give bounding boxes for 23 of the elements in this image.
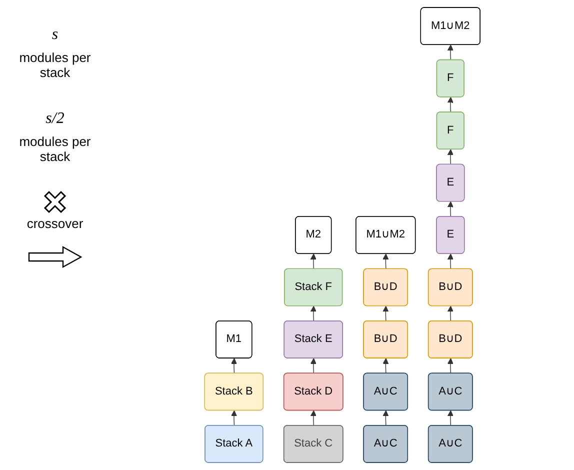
arrow: [382, 254, 388, 270]
arrow: [447, 44, 454, 60]
math-symbol: s/2: [46, 110, 64, 128]
arrow: [447, 358, 454, 374]
arrow: [310, 410, 316, 426]
arrow: [382, 410, 388, 426]
arrow: [310, 358, 316, 374]
arrow: [447, 254, 454, 270]
annotation-text: modules per stack: [18, 50, 92, 80]
arrow: [447, 410, 454, 426]
arrow: [447, 96, 454, 113]
math-symbol: s: [52, 26, 58, 44]
arrow: [382, 358, 388, 374]
arrow: [230, 410, 237, 426]
arrow: [230, 358, 237, 374]
arrow: [310, 254, 316, 270]
arrow: [447, 149, 454, 165]
annotation-text: modules per stack: [18, 134, 92, 164]
arrow: [382, 306, 388, 322]
arrow: [310, 306, 316, 322]
arrow: [447, 306, 454, 322]
operation-label: crossover: [26, 216, 84, 231]
arrow: [447, 201, 454, 218]
